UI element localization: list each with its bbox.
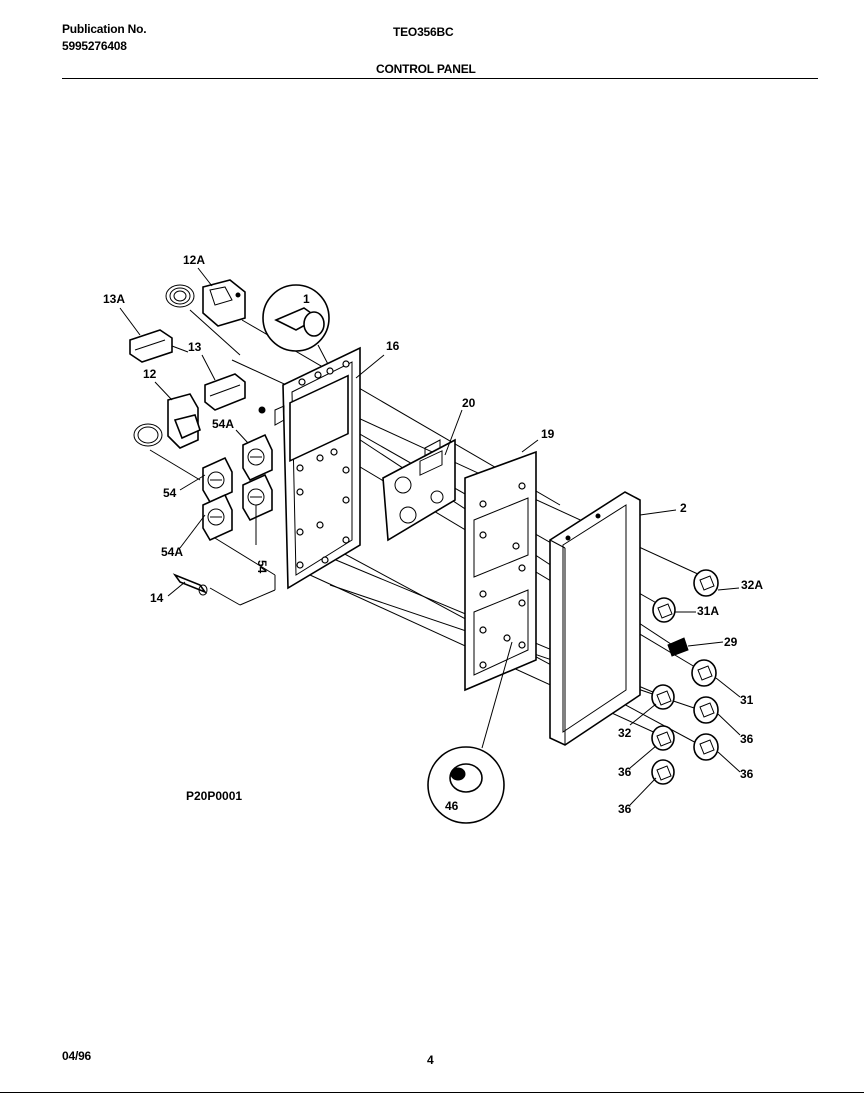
callout-bubble-46 <box>427 641 513 824</box>
label-54A-top: 54A <box>212 417 234 431</box>
label-13: 13 <box>188 340 202 354</box>
label-1: 1 <box>303 292 310 306</box>
footer-date: 04/96 <box>62 1049 92 1063</box>
label-29: 29 <box>724 635 738 649</box>
label-54-mid: 54 <box>255 560 269 574</box>
label-54-left: 54 <box>163 486 177 500</box>
callout-bubble-1 <box>262 284 331 369</box>
infinite-switch-54A-bottom <box>202 493 233 542</box>
label-46: 46 <box>445 799 459 813</box>
knob-36-b <box>651 725 675 751</box>
knob-32A <box>693 569 719 597</box>
label-36-d: 36 <box>618 802 632 816</box>
label-31: 31 <box>740 693 754 707</box>
thermostat-12 <box>133 393 201 481</box>
label-19: 19 <box>541 427 555 441</box>
callout-labels: 12A 13A 1 13 16 12 20 19 54A 54 54A 54 2… <box>103 253 763 816</box>
label-2: 2 <box>680 501 687 515</box>
model-number: TEO356BC <box>393 25 454 39</box>
label-36-b: 36 <box>618 765 632 779</box>
footer-rule <box>0 1092 864 1093</box>
knob-31A <box>652 597 676 623</box>
label-13A: 13A <box>103 292 125 306</box>
switch-13 <box>204 373 266 414</box>
spring-29 <box>667 637 689 657</box>
figure-code: P20P0001 <box>186 789 242 803</box>
infinite-switch-54-left <box>202 456 233 504</box>
label-54A-bottom: 54A <box>161 545 183 559</box>
label-36-c: 36 <box>740 767 754 781</box>
label-14: 14 <box>150 591 164 605</box>
thermostat-12A <box>165 279 246 356</box>
control-panel-16 <box>274 346 361 590</box>
section-title: CONTROL PANEL <box>376 62 476 76</box>
publication-label: Publication No. <box>62 22 147 36</box>
knob-36-a <box>693 696 719 724</box>
label-32: 32 <box>618 726 632 740</box>
knob-36-d <box>651 759 675 785</box>
frame-2 <box>549 491 641 746</box>
element-14 <box>172 573 208 596</box>
label-31A: 31A <box>697 604 719 618</box>
infinite-switch-54-mid <box>242 473 273 522</box>
header-rule <box>62 78 818 79</box>
infinite-switch-54A-top <box>242 433 273 482</box>
label-12A: 12A <box>183 253 205 267</box>
switch-13A <box>129 329 189 363</box>
label-12: 12 <box>143 367 157 381</box>
panel-overlay-19 <box>464 450 537 692</box>
knob-32 <box>651 684 675 710</box>
label-16: 16 <box>386 339 400 353</box>
label-32A: 32A <box>741 578 763 592</box>
leader-lines <box>119 267 741 806</box>
knob-36-c <box>693 733 719 761</box>
label-20: 20 <box>462 396 476 410</box>
publication-number: 5995276408 <box>62 39 127 53</box>
label-36-a: 36 <box>740 732 754 746</box>
timer-module-20 <box>382 438 456 542</box>
page-number: 4 <box>427 1053 434 1067</box>
knob-31 <box>691 659 717 687</box>
